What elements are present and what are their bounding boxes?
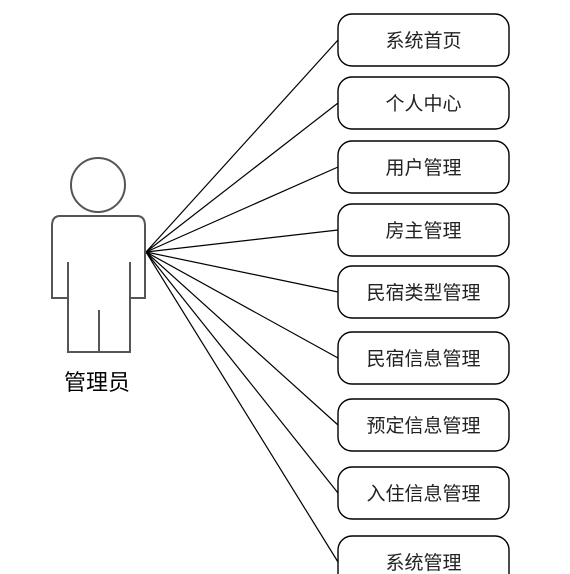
use-case-box xyxy=(337,76,510,130)
use-case-box xyxy=(337,535,510,574)
use-case-list: 系统首页个人中心用户管理房主管理民宿类型管理民宿信息管理预定信息管理入住信息管理… xyxy=(337,13,510,574)
use-case-box xyxy=(337,466,510,520)
association-lines xyxy=(145,39,339,563)
use-case-label: 房主管理 xyxy=(385,220,461,242)
use-case-box xyxy=(337,203,510,257)
use-case-label: 民宿类型管理 xyxy=(366,282,480,304)
association-line xyxy=(145,251,339,494)
association-line xyxy=(145,251,339,359)
use-case-label: 个人中心 xyxy=(385,93,461,115)
use-case-box xyxy=(337,331,510,385)
actor-body xyxy=(51,215,146,353)
use-case-node: 用户管理 xyxy=(337,140,510,194)
use-case-label: 系统管理 xyxy=(385,552,461,574)
association-line xyxy=(145,102,339,253)
association-line xyxy=(145,251,339,426)
use-case-label: 预定信息管理 xyxy=(366,415,480,437)
actor-figure xyxy=(51,157,146,353)
actor-name: 管理员 xyxy=(64,371,130,396)
use-case-label: 用户管理 xyxy=(385,157,461,179)
use-case-box xyxy=(337,265,510,319)
use-case-node: 房主管理 xyxy=(337,203,510,257)
association-line xyxy=(145,229,339,253)
association-line xyxy=(145,166,339,253)
use-case-box xyxy=(337,13,510,67)
use-case-node: 系统管理 xyxy=(337,535,510,574)
use-case-node: 系统首页 xyxy=(337,13,510,67)
use-case-node: 预定信息管理 xyxy=(337,398,510,452)
use-case-label: 入住信息管理 xyxy=(366,483,480,505)
use-case-box xyxy=(337,398,510,452)
use-case-box xyxy=(337,140,510,194)
use-case-node: 民宿类型管理 xyxy=(337,265,510,319)
association-line xyxy=(145,251,339,293)
use-case-label: 系统首页 xyxy=(385,30,461,52)
association-line xyxy=(145,39,339,253)
use-case-node: 民宿信息管理 xyxy=(337,331,510,385)
use-case-label: 民宿信息管理 xyxy=(366,348,480,370)
actor-head xyxy=(70,157,126,213)
use-case-node: 个人中心 xyxy=(337,76,510,130)
use-case-node: 入住信息管理 xyxy=(337,466,510,520)
association-line xyxy=(145,251,339,563)
